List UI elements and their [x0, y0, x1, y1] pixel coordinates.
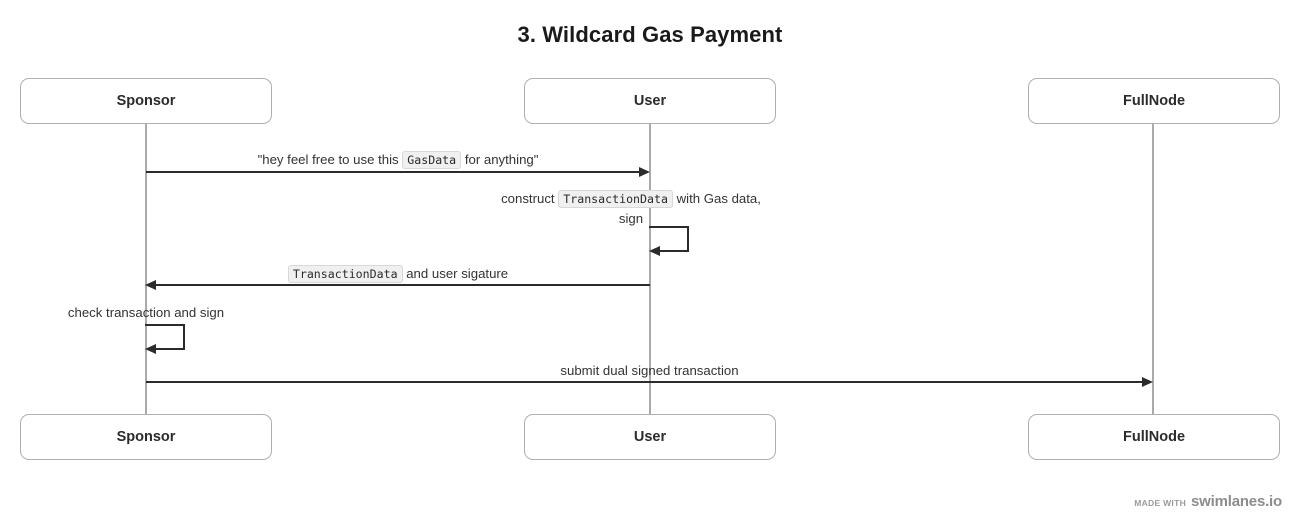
participant-label-user-bottom: User: [633, 429, 667, 445]
message-2-code-transactiondata: TransactionData: [558, 190, 673, 208]
message-3-text-b: and user sigature: [402, 266, 509, 281]
message-arrowhead-1: [639, 166, 650, 177]
self-loop-right-segment: [687, 226, 689, 252]
self-message-loop-sponsor: [145, 324, 185, 354]
watermark[interactable]: MADE WITH swimlanes.io: [1134, 493, 1282, 510]
message-label-3: TransactionData and user sigature: [146, 264, 650, 284]
participant-box-sponsor-bottom[interactable]: Sponsor: [20, 414, 272, 460]
message-arrow-5: [146, 381, 1143, 383]
self-loop-arrowhead-icon: [145, 343, 156, 354]
participant-label-sponsor-top: Sponsor: [116, 93, 176, 109]
watermark-prefix: MADE WITH: [1134, 498, 1187, 508]
participant-label-fullnode-top: FullNode: [1122, 93, 1186, 109]
self-loop-top-segment: [145, 324, 185, 326]
self-loop-top-segment: [649, 226, 689, 228]
diagram-title: 3. Wildcard Gas Payment: [517, 22, 783, 47]
message-1-text-b: for anything": [461, 152, 539, 167]
participant-box-fullnode-bottom[interactable]: FullNode: [1028, 414, 1280, 460]
self-loop-right-segment: [183, 324, 185, 350]
lifeline-user: [649, 124, 651, 416]
message-1-text-a: "hey feel free to use this: [257, 152, 403, 167]
message-label-1: "hey feel free to use this GasData for a…: [146, 150, 650, 170]
message-label-4: check transaction and sign: [67, 305, 225, 320]
participant-box-user-top[interactable]: User: [524, 78, 776, 124]
participant-box-fullnode-top[interactable]: FullNode: [1028, 78, 1280, 124]
participant-box-sponsor-top[interactable]: Sponsor: [20, 78, 272, 124]
participant-box-user-bottom[interactable]: User: [524, 414, 776, 460]
self-message-loop-user: [649, 226, 689, 256]
message-label-5: submit dual signed transaction: [560, 363, 739, 378]
message-2-text-b: with Gas data, sign: [618, 191, 761, 226]
message-arrow-1: [146, 171, 640, 173]
self-loop-bottom-segment: [155, 348, 185, 350]
message-arrowhead-5: [1142, 376, 1153, 387]
message-2-text-a: construct: [501, 191, 559, 206]
self-loop-arrowhead-icon: [649, 245, 660, 256]
message-3-code-transactiondata: TransactionData: [287, 265, 403, 283]
message-1-code-gasdata: GasData: [402, 151, 462, 169]
lifeline-fullnode: [1152, 124, 1154, 416]
message-arrowhead-3: [145, 279, 156, 290]
watermark-brand: swimlanes.io: [1191, 493, 1282, 510]
participant-label-sponsor-bottom: Sponsor: [116, 429, 176, 445]
participant-label-user-top: User: [633, 93, 667, 109]
participant-label-fullnode-bottom: FullNode: [1122, 429, 1186, 445]
self-loop-bottom-segment: [659, 250, 689, 252]
message-arrow-3: [156, 284, 650, 286]
lifeline-sponsor: [145, 124, 147, 416]
message-label-2: construct TransactionData with Gas data,…: [490, 189, 772, 228]
